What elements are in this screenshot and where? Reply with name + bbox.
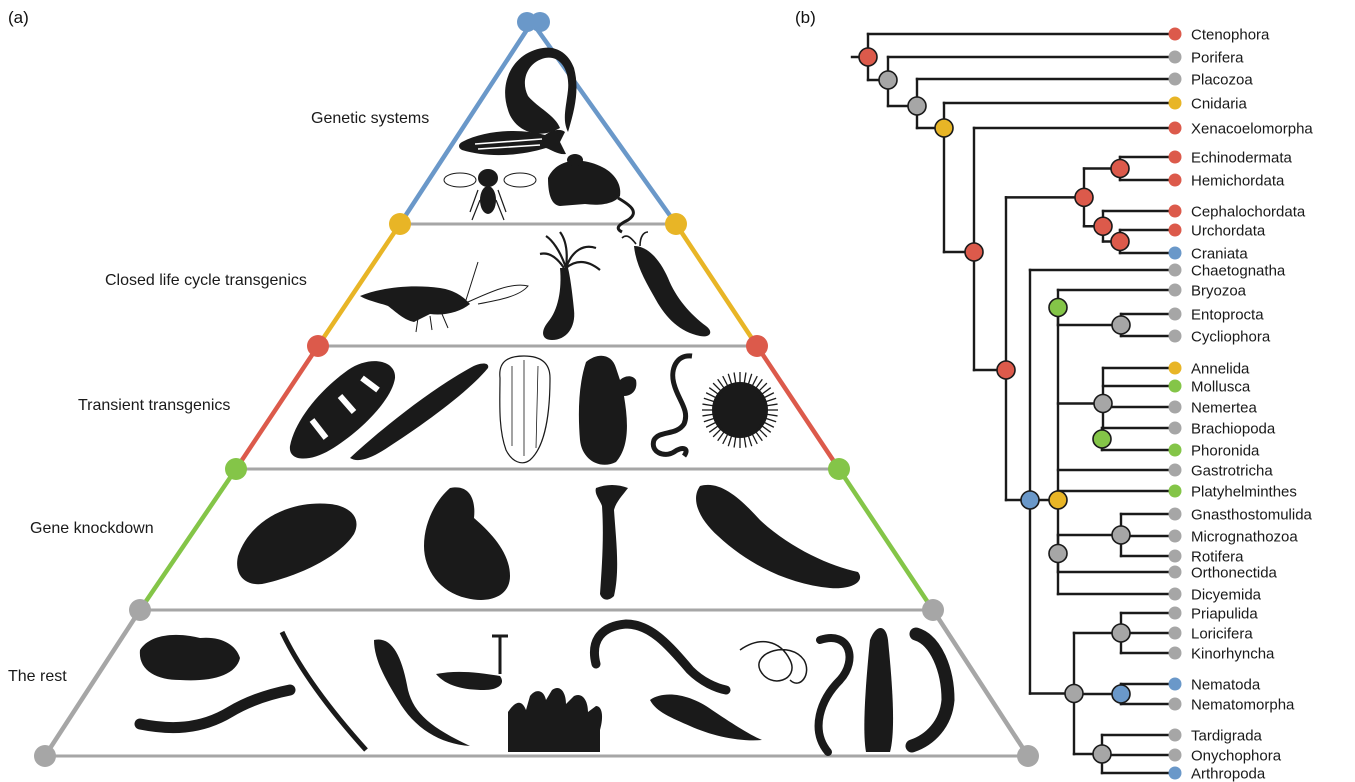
taxon-label: Chaetognatha — [1191, 263, 1286, 280]
taxon-dot — [1169, 647, 1182, 660]
taxon-dot — [1169, 566, 1182, 579]
taxon-dot — [1169, 588, 1182, 601]
tree-node — [1075, 188, 1093, 206]
taxon-dot — [1169, 464, 1182, 477]
taxon-dot — [1169, 678, 1182, 691]
tree-node — [1094, 217, 1112, 235]
taxon-dot — [1169, 284, 1182, 297]
taxon-label: Micrognathozoa — [1191, 529, 1298, 546]
taxon-dot — [1169, 508, 1182, 521]
taxon-dot — [1169, 550, 1182, 563]
taxon-dot — [1169, 362, 1182, 375]
taxon-dot — [1169, 530, 1182, 543]
taxon-dot — [1169, 627, 1182, 640]
taxon-label: Onychophora — [1191, 748, 1282, 765]
tree-node — [1111, 233, 1129, 251]
tree-node — [965, 243, 983, 261]
tree-tips: CtenophoraPoriferaPlacozoaCnidariaXenaco… — [1169, 27, 1314, 782]
taxon-label: Xenacoelomorpha — [1191, 121, 1313, 138]
taxon-dot — [1169, 247, 1182, 260]
tree-node — [1112, 316, 1130, 334]
tree-node — [1111, 160, 1129, 178]
taxon-label: Tardigrada — [1191, 728, 1263, 745]
taxon-label: Ctenophora — [1191, 27, 1270, 44]
taxon-label: Priapulida — [1191, 606, 1258, 623]
taxon-dot — [1169, 308, 1182, 321]
tree-node — [1093, 430, 1111, 448]
taxon-label: Orthonectida — [1191, 565, 1278, 582]
taxon-dot — [1169, 97, 1182, 110]
taxon-dot — [1169, 729, 1182, 742]
tree-node — [1065, 685, 1083, 703]
taxon-dot — [1169, 444, 1182, 457]
tree-node — [997, 361, 1015, 379]
taxon-label: Loricifera — [1191, 626, 1253, 643]
tree-node — [1093, 745, 1111, 763]
taxon-label: Cephalochordata — [1191, 204, 1306, 221]
taxon-label: Kinorhyncha — [1191, 646, 1275, 663]
taxon-dot — [1169, 749, 1182, 762]
tree-node — [879, 71, 897, 89]
taxon-dot — [1169, 264, 1182, 277]
taxon-dot — [1169, 51, 1182, 64]
taxon-dot — [1169, 698, 1182, 711]
taxon-dot — [1169, 73, 1182, 86]
tree-branches — [852, 34, 1175, 773]
taxon-dot — [1169, 607, 1182, 620]
tree-internal-nodes — [859, 48, 1130, 763]
taxon-label: Gastrotricha — [1191, 463, 1273, 480]
taxon-dot — [1169, 224, 1182, 237]
taxon-label: Brachiopoda — [1191, 421, 1276, 438]
taxon-label: Hemichordata — [1191, 173, 1285, 190]
taxon-label: Echinodermata — [1191, 150, 1293, 167]
taxon-label: Bryozoa — [1191, 283, 1247, 300]
tree-node — [1021, 491, 1039, 509]
taxon-label: Mollusca — [1191, 379, 1251, 396]
taxon-label: Arthropoda — [1191, 766, 1266, 782]
taxon-label: Placozoa — [1191, 72, 1253, 89]
taxon-label: Rotifera — [1191, 549, 1244, 566]
taxon-dot — [1169, 485, 1182, 498]
tree-node — [1112, 526, 1130, 544]
taxon-dot — [1169, 380, 1182, 393]
tree-node — [1049, 491, 1067, 509]
tree-node — [1094, 395, 1112, 413]
taxon-dot — [1169, 401, 1182, 414]
tree-node — [1049, 299, 1067, 317]
tree-node — [1112, 685, 1130, 703]
taxon-label: Dicyemida — [1191, 587, 1262, 604]
tree-node — [935, 119, 953, 137]
taxon-dot — [1169, 330, 1182, 343]
taxon-label: Cycliophora — [1191, 329, 1271, 346]
taxon-label: Annelida — [1191, 361, 1250, 378]
taxon-label: Platyhelminthes — [1191, 484, 1297, 501]
tree-node — [859, 48, 877, 66]
taxon-label: Entoprocta — [1191, 307, 1264, 324]
taxon-dot — [1169, 122, 1182, 135]
tree-node — [1112, 624, 1130, 642]
tree-node — [908, 97, 926, 115]
taxon-label: Urchordata — [1191, 223, 1266, 240]
tree-node — [1049, 545, 1067, 563]
taxon-dot — [1169, 174, 1182, 187]
taxon-label: Nematoda — [1191, 677, 1261, 694]
taxon-label: Gnasthostomulida — [1191, 507, 1313, 524]
taxon-dot — [1169, 28, 1182, 41]
taxon-dot — [1169, 422, 1182, 435]
taxon-label: Nematomorpha — [1191, 697, 1295, 714]
taxon-label: Porifera — [1191, 50, 1244, 67]
taxon-label: Phoronida — [1191, 443, 1260, 460]
taxon-label: Craniata — [1191, 246, 1248, 263]
taxon-dot — [1169, 767, 1182, 780]
taxon-label: Nemertea — [1191, 400, 1258, 417]
taxon-label: Cnidaria — [1191, 96, 1248, 113]
taxon-dot — [1169, 205, 1182, 218]
taxon-dot — [1169, 151, 1182, 164]
